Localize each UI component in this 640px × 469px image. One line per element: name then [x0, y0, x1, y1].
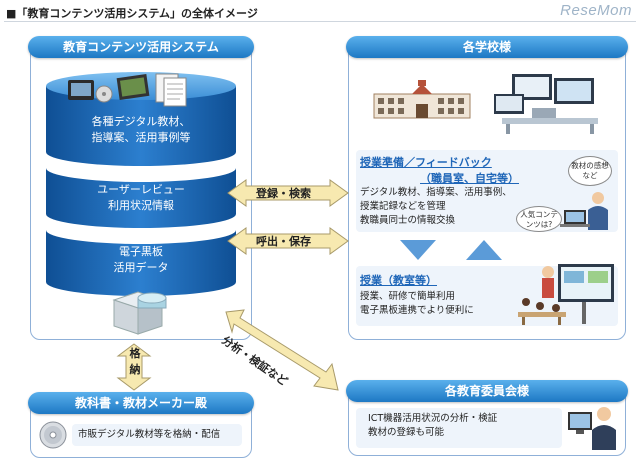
board-text-box: [356, 408, 562, 448]
class-description: 授業、研修で簡単利用 電子黒板連携でより便利に: [360, 291, 474, 316]
layer-2-text: ユーザーレビュー 利用状況情報: [97, 183, 185, 212]
school-panel-title: 各学校様: [346, 36, 628, 58]
cylinder-layer-3: [46, 230, 236, 296]
page-title: ■「教育コンテンツ活用システム」の全体イメージ: [6, 7, 258, 20]
up-triangle-icon: [466, 240, 502, 260]
disc-icon: [39, 421, 67, 449]
maker-panel-title: 教科書・教材メーカー殿: [28, 392, 254, 414]
maker-text: 市販デジタル教材等を格納・配信: [78, 429, 221, 440]
board-text: ICT機器活用状況の分析・検証 教材の登録も可能: [368, 413, 498, 438]
prep-subtitle: （職員室、自宅等）: [420, 172, 519, 185]
recall-save-arrow: [227, 227, 349, 255]
speech-bubble-popular: 人気コンテンツは?: [516, 206, 562, 232]
class-title: 授業（教室等）: [360, 274, 437, 287]
prep-description: デジタル教材、指導案、活用事例、 授業記録などを管理 教職員同士の情報交換: [360, 187, 512, 226]
recall-save-label: 呼出・保存: [256, 235, 311, 248]
prep-title: 授業準備／フィードバック: [360, 156, 492, 169]
down-triangle-icon: [400, 240, 436, 260]
official-computer-icon: [568, 407, 616, 450]
cylinder-layer-1: [46, 86, 236, 166]
register-search-label: 登録・検索: [256, 187, 311, 200]
system-panel-title: 教育コンテンツ活用システム: [28, 36, 254, 58]
classroom-monitors-icon: [494, 74, 598, 134]
cylinder-layer-2: [46, 168, 236, 228]
server-icon: [112, 291, 167, 335]
register-search-arrow: [227, 179, 349, 207]
school-building-icon: [373, 80, 471, 119]
layer-1-text: 各種デジタル教材、 指導案、活用事例等: [91, 115, 191, 144]
store-arrow: [116, 343, 152, 391]
store-label: 格納: [129, 347, 141, 376]
speech-bubble-feedback: 教材の感想など: [568, 156, 612, 186]
digital-media-icon: [68, 73, 187, 107]
header-divider: [4, 21, 636, 22]
teacher-laptop-icon: [560, 192, 608, 230]
board-panel-title: 各教育委員会様: [346, 380, 628, 402]
maker-text-box: [72, 424, 242, 446]
layer-3-text: 電子黒板 活用データ: [113, 245, 169, 274]
analysis-arrow: [225, 309, 339, 391]
electronic-whiteboard-icon: [518, 264, 614, 325]
logo: ReseMom: [560, 2, 632, 19]
